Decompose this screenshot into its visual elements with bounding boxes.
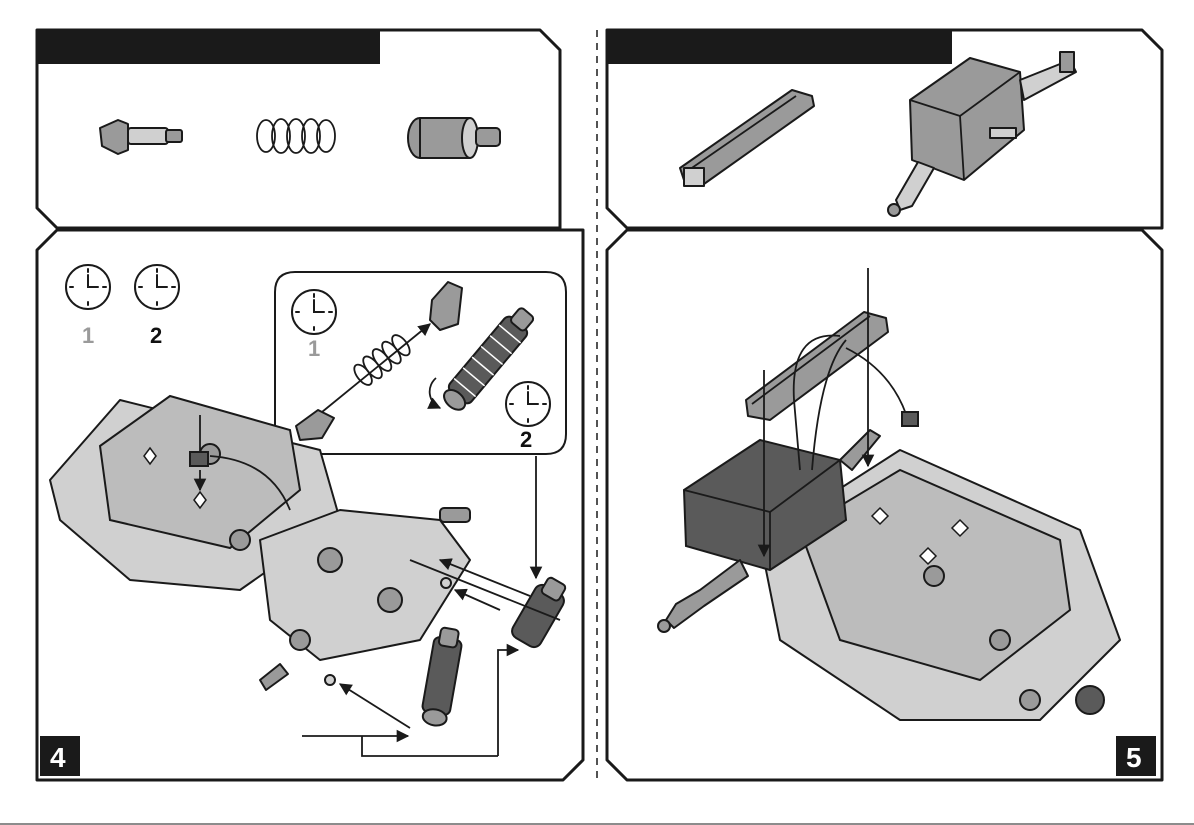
step-number: 5 — [1126, 742, 1142, 773]
step-5-panel: 5 — [607, 230, 1162, 780]
timer-label-1: 1 — [82, 323, 94, 348]
parts-title-bar — [37, 30, 380, 64]
clock-icon — [506, 382, 550, 426]
parts-panel-step-4 — [37, 30, 560, 228]
parts-panel-step-5 — [607, 30, 1162, 228]
clock-icon — [66, 265, 110, 309]
inset-timer-label-2: 2 — [520, 427, 532, 452]
inset-timer-label-1: 1 — [308, 336, 320, 361]
step-4-panel: 1 2 1 2 — [37, 230, 583, 780]
shock-assembly-inset: 1 2 — [275, 272, 566, 454]
timer-label-2: 2 — [150, 323, 162, 348]
clock-icon — [135, 265, 179, 309]
parts-title-bar — [607, 30, 952, 64]
clock-icon — [292, 290, 336, 334]
step-number: 4 — [50, 742, 66, 773]
